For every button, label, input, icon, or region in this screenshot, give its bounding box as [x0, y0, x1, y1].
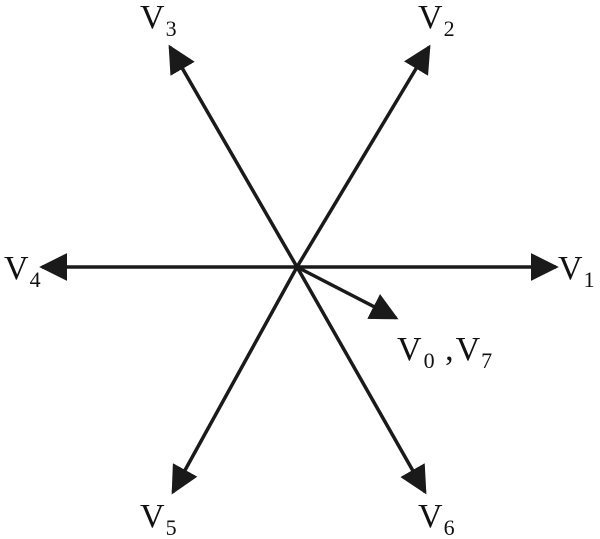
arrow-v6 — [295, 266, 427, 495]
label-v4: V4 — [4, 250, 41, 292]
label-v3: V3 — [140, 0, 177, 41]
arrow-v2 — [295, 44, 431, 268]
label-v5: V5 — [140, 498, 177, 539]
label-v1: V1 — [558, 250, 595, 292]
label-v0-v7: V0 ,V7 — [397, 331, 492, 373]
arrow-v3 — [168, 44, 299, 268]
arrow-v0-v7 — [296, 265, 399, 320]
label-v6: V6 — [418, 498, 455, 539]
label-v2: V2 — [418, 0, 455, 41]
arrow-v5 — [171, 266, 299, 495]
